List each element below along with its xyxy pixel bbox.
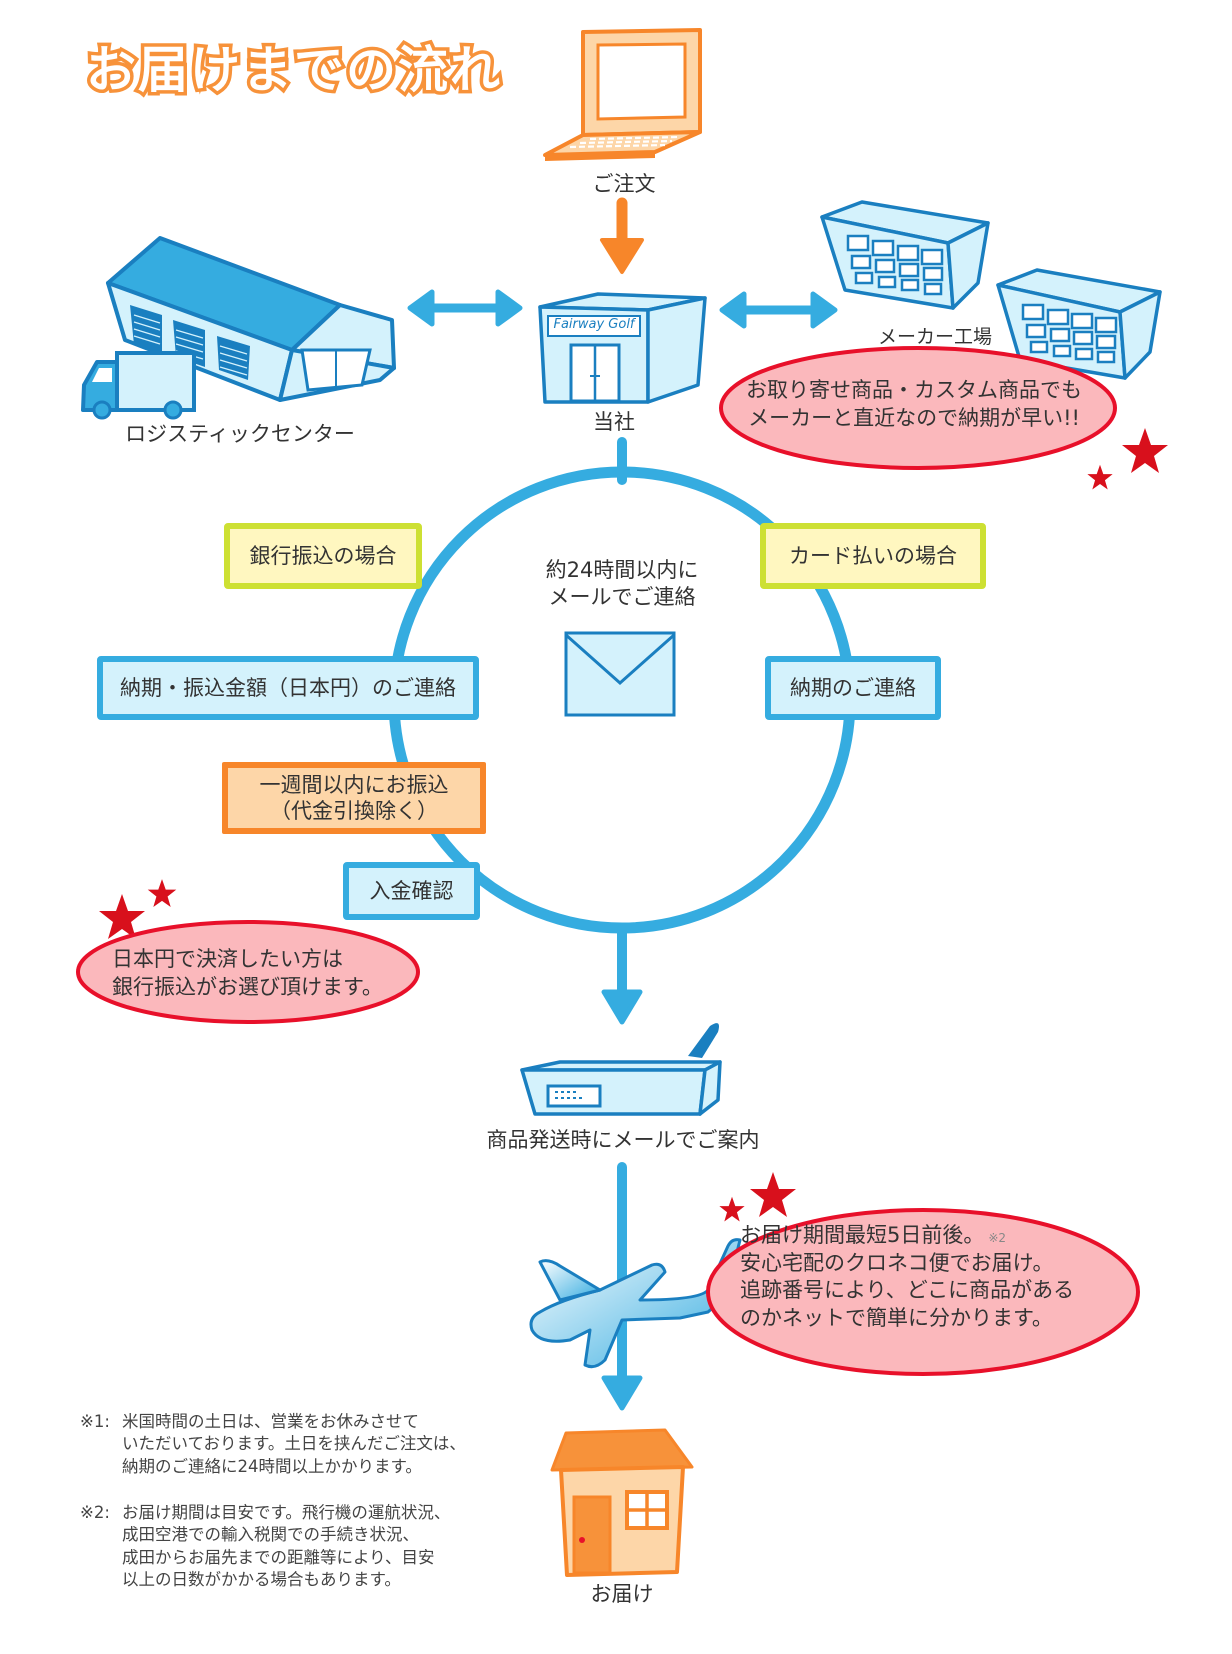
bank-step-transfer: 一週間以内にお振込 （代金引換除く）	[222, 762, 486, 834]
logistics-label: ロジスティックセンター	[125, 422, 355, 446]
footnote-mark: ※2:	[80, 1503, 110, 1522]
factory-building-icon	[820, 200, 1162, 380]
callout-factory-ellipse	[719, 346, 1117, 470]
callout-yen-line: 日本円で決済したい方は	[112, 947, 343, 971]
callout-factory-line: メーカーと直近なので納期が早い!!	[748, 405, 1080, 430]
callout-delivery-line: お届け期間最短5日前後。※2	[740, 1222, 1120, 1250]
card-payment-header: カード払いの場合	[760, 523, 986, 589]
warehouse-truck-icon	[81, 236, 396, 420]
callout-delivery-line: 追跡番号により、どこに商品がある	[740, 1278, 1075, 1303]
callout-factory-text: お取り寄せ商品・カスタム商品でも メーカーと直近なので納期が早い!!	[744, 377, 1084, 432]
star-icon	[1087, 428, 1168, 490]
company-label: 当社	[593, 410, 635, 434]
footnote-line: 成田空港での輸入税関での手続き状況、	[122, 1525, 419, 1545]
house-icon	[550, 1428, 694, 1577]
bank-step-confirm: 入金確認	[343, 862, 480, 920]
callout-yen-ellipse	[76, 920, 420, 1024]
callout-delivery-line: 安心宅配のクロネコ便でお届け。	[740, 1250, 1054, 1275]
footnote-line: 成田からお届先までの距離等により、目安	[122, 1547, 435, 1567]
footnote-line: 米国時間の土日は、営業をお休みさせて	[122, 1412, 419, 1431]
star-icon	[99, 879, 177, 939]
arrow-order-to-company	[600, 197, 644, 274]
golf-box-icon	[520, 1023, 722, 1116]
star-icon	[719, 1172, 796, 1222]
bank-step-transfer-line: （代金引換除く）	[270, 799, 438, 823]
callout-delivery-line1: お届け期間最短5日前後。	[740, 1223, 985, 1247]
footnote-1: ※1: 米国時間の土日は、営業をお休みさせて いただいております。土日を挟んだご…	[80, 1411, 466, 1478]
laptop-icon	[543, 28, 702, 161]
footnote-line: いただいております。土日を挟んだご注文は、	[122, 1434, 466, 1454]
order-label: ご注文	[592, 172, 656, 196]
cycle-center-text: 約24時間以内に メールでご連絡	[510, 557, 734, 612]
delivery-label: お届け	[590, 1582, 654, 1606]
airplane-icon	[529, 1238, 742, 1369]
store-icon	[538, 292, 707, 404]
cycle-center-line: メールでご連絡	[548, 585, 696, 610]
footnote-line: 納期のご連絡に24時間以上かかります。	[122, 1456, 422, 1476]
card-step-contact: 納期のご連絡	[765, 656, 941, 720]
double-arrow-logistics-company	[407, 289, 523, 327]
callout-yen-line: 銀行振込がお選び頂けます。	[112, 974, 383, 999]
double-arrow-company-factory	[719, 291, 838, 329]
callout-yen-text: 日本円で決済したい方は 銀行振込がお選び頂けます。	[112, 946, 412, 1001]
callout-factory-line: お取り寄せ商品・カスタム商品でも	[746, 378, 1082, 402]
page-title: お届けまでの流れ	[83, 38, 504, 103]
callout-delivery-line: のかネットで簡単に分かります。	[740, 1306, 1053, 1331]
footnote-ref: ※2	[988, 1231, 1007, 1245]
envelope-icon	[564, 631, 676, 717]
store-sign: Fairway Golf	[553, 317, 635, 332]
arrow-shipping-to-delivery	[601, 1162, 643, 1411]
bank-step-transfer-line: 一週間以内にお振込	[259, 772, 449, 797]
shipping-label: 商品発送時にメールでご案内	[486, 1128, 760, 1152]
callout-delivery-text: お届け期間最短5日前後。※2 安心宅配のクロネコ便でお届け。 追跡番号により、ど…	[740, 1222, 1120, 1333]
footnote-2: ※2: お届け期間は目安です。飛行機の運航状況、 成田空港での輸入税関での手続き…	[80, 1502, 450, 1591]
cycle-center-line: 約24時間以内に	[545, 558, 699, 582]
arrow-cycle-to-shipping	[601, 925, 643, 1025]
bank-step-contact: 納期・振込金額（日本円）のご連絡	[97, 656, 479, 720]
callout-delivery-ellipse	[706, 1208, 1140, 1376]
footnote-line: お届け期間は目安です。飛行機の運航状況、	[122, 1503, 451, 1522]
footnote-mark: ※1:	[80, 1412, 110, 1431]
factory-label: メーカー工場	[877, 326, 992, 348]
bank-transfer-header: 銀行振込の場合	[224, 523, 422, 589]
footnote-line: 以上の日数がかかる場合もあります。	[122, 1569, 401, 1589]
